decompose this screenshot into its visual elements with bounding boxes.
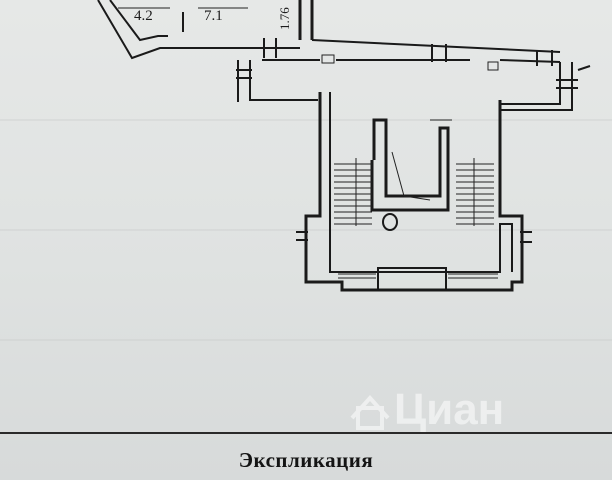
upper-rooms	[97, 0, 314, 60]
cian-house-icon	[350, 395, 390, 430]
section-divider	[0, 432, 612, 434]
oval-fixture	[382, 213, 398, 231]
watermark: Циан	[350, 385, 504, 434]
staircase	[296, 92, 532, 292]
dimension-label-vertical: 1.76	[277, 7, 292, 30]
left-vestibule	[236, 60, 318, 102]
right-vestibule	[500, 62, 591, 111]
room-area-label-left: 4.2	[134, 8, 153, 24]
stair-flight-right	[456, 158, 494, 226]
watermark-brand: Циан	[394, 385, 504, 434]
stair-flight-left	[334, 158, 372, 226]
corridor	[262, 38, 561, 71]
room-area-label-right: 7.1	[204, 8, 223, 24]
explication-title: Экспликация	[238, 448, 374, 472]
